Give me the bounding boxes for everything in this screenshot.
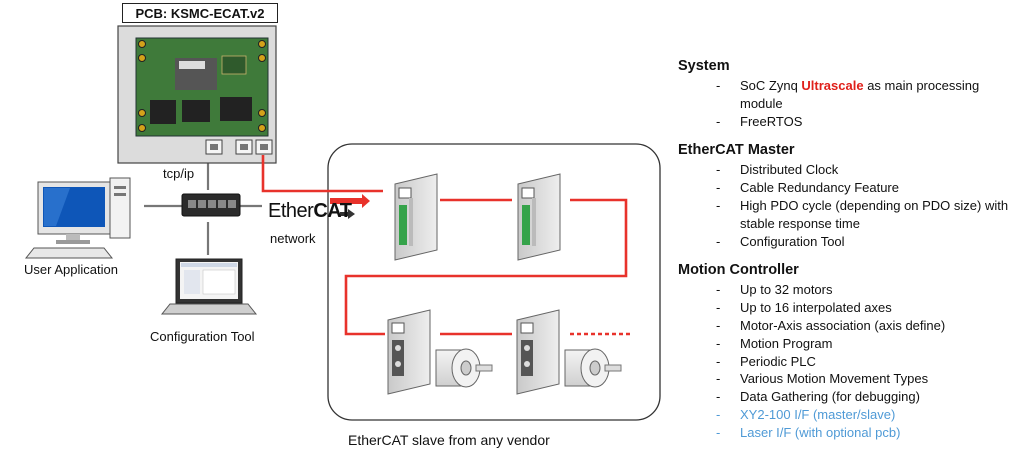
servo-motor-1 <box>435 348 493 388</box>
list-item: -Cable Redundancy Feature <box>716 180 899 196</box>
list-item: -Configuration Tool <box>716 233 845 249</box>
list-item: -Motor-Axis association (axis define) <box>716 317 946 333</box>
pcb-board <box>117 25 277 164</box>
list-item: -Various Motion Movement Types <box>716 371 929 387</box>
slave-group-box <box>327 143 661 421</box>
ethercat-arrows-icon <box>330 194 370 219</box>
spec-panel: System -SoC Zynq Ultrascale as main proc… <box>678 58 1018 454</box>
servo-drive-2 <box>517 173 561 261</box>
network-switch <box>181 193 241 217</box>
list-item: -FreeRTOS <box>716 113 803 129</box>
laptop-icon <box>160 258 258 315</box>
list-item: -SoC Zynq Ultrascale as main processing … <box>716 78 980 111</box>
master-heading: EtherCAT Master <box>678 142 795 159</box>
optional-list-item: -Laser I/F (with optional pcb) <box>716 424 901 440</box>
pcb-title: PCB: KSMC-ECAT.v2 <box>122 3 278 23</box>
system-section: System -SoC Zynq Ultrascale as main proc… <box>678 58 1018 130</box>
list-item: -Distributed Clock <box>716 162 839 178</box>
list-item: -Motion Program <box>716 335 833 351</box>
highlight-text: Ultrascale <box>801 78 864 93</box>
list-item: -Periodic PLC <box>716 353 816 369</box>
list-item: -Up to 32 motors <box>716 282 833 298</box>
motion-section: Motion Controller -Up to 32 motors -Up t… <box>678 262 1018 441</box>
servo-drive-4 <box>516 309 560 395</box>
slave-caption: EtherCAT slave from any vendor <box>348 432 550 448</box>
ethercat-logo: EtherCAT <box>268 200 352 222</box>
master-section: EtherCAT Master -Distributed Clock -Cabl… <box>678 142 1018 250</box>
servo-drive-1 <box>394 173 438 261</box>
servo-drive-3 <box>387 309 431 395</box>
list-item: -Up to 16 interpolated axes <box>716 300 892 316</box>
system-heading: System <box>678 58 730 74</box>
list-item: -Data Gathering (for debugging) <box>716 389 920 405</box>
optional-list-item: -XY2-100 I/F (master/slave) <box>716 406 896 422</box>
ethercat-cable <box>261 155 632 336</box>
network-connections <box>144 163 262 255</box>
motion-heading: Motion Controller <box>678 262 799 279</box>
user-application-label: User Application <box>24 262 118 277</box>
desktop-computer-icon <box>24 177 131 259</box>
list-item: -High PDO cycle (depending on PDO size) … <box>716 197 1009 231</box>
network-label: network <box>270 231 316 246</box>
configuration-tool-label: Configuration Tool <box>150 329 255 344</box>
tcpip-label: tcp/ip <box>163 166 195 181</box>
servo-motor-2 <box>564 348 622 388</box>
